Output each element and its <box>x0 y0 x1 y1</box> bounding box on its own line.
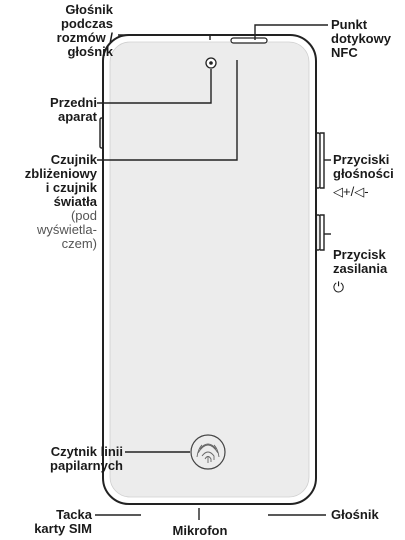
nfc-label: Punkt dotykowy NFC <box>331 17 391 60</box>
microphone-label: Mikrofon <box>172 523 228 538</box>
sim-tray-label: Tacka karty SIM <box>34 507 92 536</box>
proximity-sensor-label: Czujnik zbliżeniowy i czujnik światła (p… <box>24 152 97 251</box>
volume-icon: ◁+/◁- <box>333 184 369 199</box>
front-camera-label: Przedni aparat <box>50 95 97 124</box>
earpiece-slot <box>230 37 268 44</box>
proximity-note: (pod <box>70 208 97 223</box>
power-button-label: Przycisk zasilania ⏻ <box>333 247 388 295</box>
phone-screen <box>109 41 310 498</box>
earpiece-label: Głośnik podczas rozmów / głośnik <box>56 2 113 59</box>
volume-buttons-label: Przyciski głośności ◁+/◁- <box>333 152 394 199</box>
fingerprint-icon <box>190 434 226 470</box>
speaker-label: Głośnik <box>331 507 379 522</box>
fingerprint-label: Czytnik linii papilarnych <box>50 444 123 473</box>
power-icon: ⏻ <box>333 279 345 295</box>
